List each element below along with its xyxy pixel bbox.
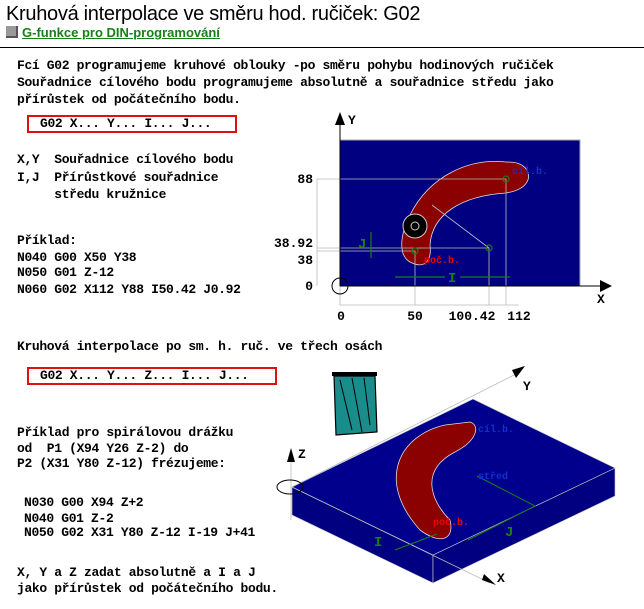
syntax-box bbox=[27, 115, 237, 133]
divider bbox=[0, 47, 644, 48]
bullet-icon bbox=[6, 26, 18, 38]
program-line: N040 G00 X50 Y38 bbox=[17, 250, 137, 265]
y-tick: 0 bbox=[305, 279, 313, 294]
j-label: J bbox=[358, 237, 366, 253]
center-label-3d: střed bbox=[478, 471, 508, 483]
start-point-label: poč.b. bbox=[424, 255, 460, 267]
x-tick: 0 bbox=[337, 309, 345, 324]
example-heading: Příklad pro spirálovou drážku bbox=[17, 425, 234, 440]
syntax-box bbox=[27, 367, 277, 385]
example-line: od P1 (X94 Y26 Z-2) do bbox=[17, 441, 189, 456]
end-point-label: cíl.b. bbox=[512, 166, 548, 178]
z-axis-arrow-icon bbox=[287, 448, 295, 462]
helical-groove bbox=[395, 421, 477, 540]
j-label-3d: J bbox=[505, 525, 513, 541]
groove bbox=[401, 161, 529, 266]
end-point-label-3d: cíl.b. bbox=[478, 424, 514, 436]
x-tick: 100.42 bbox=[449, 309, 496, 324]
z-axis-label: Z bbox=[298, 447, 306, 462]
y-tick: 38 bbox=[297, 253, 313, 268]
i-label-3d: I bbox=[374, 535, 382, 551]
x-tick: 50 bbox=[407, 309, 423, 324]
cutter-icon bbox=[402, 213, 428, 239]
y-axis-arrow-icon bbox=[335, 112, 345, 125]
x-axis-arrow-icon bbox=[600, 280, 612, 292]
x-tick: 112 bbox=[507, 309, 531, 324]
intro-line: Fcí G02 programujeme kruhové oblouky -po… bbox=[17, 58, 554, 73]
section-heading: Kruhová interpolace po sm. h. ruč. ve tř… bbox=[17, 339, 383, 354]
intro-line: přírůstek od počátečního bodu. bbox=[17, 92, 241, 107]
diagram-3d: Y Z X I J poč.b. cíl.b. střed bbox=[276, 366, 616, 586]
definition: středu kružnice bbox=[17, 187, 167, 202]
x-axis-label: X bbox=[597, 292, 605, 307]
program-line: N050 G01 Z-12 bbox=[17, 265, 114, 280]
y-axis-label: Y bbox=[348, 113, 356, 128]
start-point-label-3d: poč.b. bbox=[433, 517, 469, 529]
g-functions-link[interactable]: G-funkce pro DIN-programování bbox=[6, 25, 220, 40]
y-axis-label-3d: Y bbox=[523, 379, 531, 394]
y-tick: 88 bbox=[297, 172, 313, 187]
x-axis-label-3d: X bbox=[497, 571, 505, 586]
link-label: G-funkce pro DIN-programování bbox=[22, 25, 220, 40]
y-tick: 38.92 bbox=[274, 236, 313, 251]
example-heading: Příklad: bbox=[17, 233, 77, 248]
intro-line: Souřadnice cílového bodu programujeme ab… bbox=[17, 75, 554, 90]
page-title: Kruhová interpolace ve směru hod. ručiče… bbox=[6, 3, 421, 25]
program-line: N050 G02 X31 Y80 Z-12 I-19 J+41 bbox=[24, 525, 255, 540]
i-label: I bbox=[448, 271, 456, 287]
workpiece bbox=[339, 139, 581, 287]
note-line: jako přírůstek od počátečního bodu. bbox=[17, 581, 278, 596]
end-mill-icon bbox=[332, 372, 378, 436]
definition: I,J Přírůstkové souřadnice bbox=[17, 170, 219, 185]
syntax-2d: G02 X... Y... I... J... bbox=[40, 116, 212, 131]
definition: X,Y Souřadnice cílového bodu bbox=[17, 152, 234, 167]
note-line: X, Y a Z zadat absolutně a I a J bbox=[17, 565, 256, 580]
origin-icon bbox=[276, 479, 304, 495]
syntax-3d: G02 X... Y... Z... I... J... bbox=[40, 368, 249, 383]
diagram-2d: I J poč.b. cíl.b. Y X 88 38.92 38 0 0 50… bbox=[274, 112, 612, 324]
origin-icon bbox=[331, 277, 349, 295]
program-line: N030 G00 X94 Z+2 bbox=[24, 495, 144, 510]
program-line: N040 G01 Z-2 bbox=[24, 511, 114, 526]
example-line: P2 (X31 Y80 Z-12) frézujeme: bbox=[17, 456, 226, 471]
program-line: N060 G02 X112 Y88 I50.42 J0.92 bbox=[17, 282, 241, 297]
